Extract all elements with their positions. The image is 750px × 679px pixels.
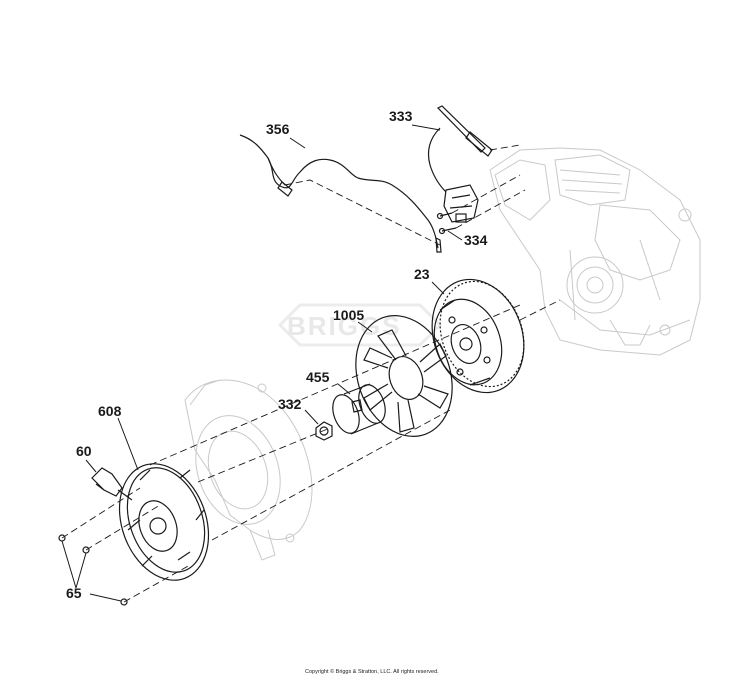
leader-65b <box>75 552 87 589</box>
callout-333: 333 <box>389 108 413 124</box>
leader-608 <box>117 417 139 471</box>
callout-332: 332 <box>278 396 302 412</box>
part-1005-fan <box>355 315 453 437</box>
engine-block <box>489 147 701 356</box>
callout-23: 23 <box>414 266 430 282</box>
callout-1005: 1005 <box>333 307 364 323</box>
leader-60 <box>85 459 97 473</box>
part-333-ignition-module <box>411 105 493 223</box>
part-608-recoil-starter <box>117 417 210 581</box>
leader-334 <box>447 230 463 241</box>
callout-608: 608 <box>98 403 122 419</box>
part-356-wire-harness <box>239 134 442 253</box>
leader-356 <box>289 137 306 149</box>
watermark: BRIGGS <box>277 303 443 347</box>
callout-60: 60 <box>76 443 92 459</box>
callout-334: 334 <box>464 232 488 248</box>
leader-65a <box>61 540 77 589</box>
leader-455 <box>337 383 351 395</box>
leader-65c <box>89 593 122 602</box>
part-334-screws <box>436 212 463 241</box>
part-65-bolts <box>58 534 128 606</box>
leader-23 <box>431 281 445 295</box>
leader-333 <box>411 124 441 131</box>
part-23-flywheel <box>431 278 525 394</box>
callout-labels: 356 333 334 23 1005 455 332 608 60 65 <box>66 108 488 601</box>
callout-356: 356 <box>266 121 290 137</box>
copyright-notice: Copyright © Briggs & Stratton, LLC. All … <box>305 668 439 675</box>
leader-1005 <box>357 321 373 333</box>
part-60-starter-handle <box>85 459 133 501</box>
part-332-nut <box>304 409 333 441</box>
leader-332 <box>304 409 319 425</box>
callout-65: 65 <box>66 585 82 601</box>
blower-housing <box>184 379 313 561</box>
watermark-text: BRIGGS <box>287 311 402 341</box>
callout-455: 455 <box>306 369 330 385</box>
part-455-starter-cup <box>332 383 386 435</box>
assembly-lines <box>61 144 561 603</box>
